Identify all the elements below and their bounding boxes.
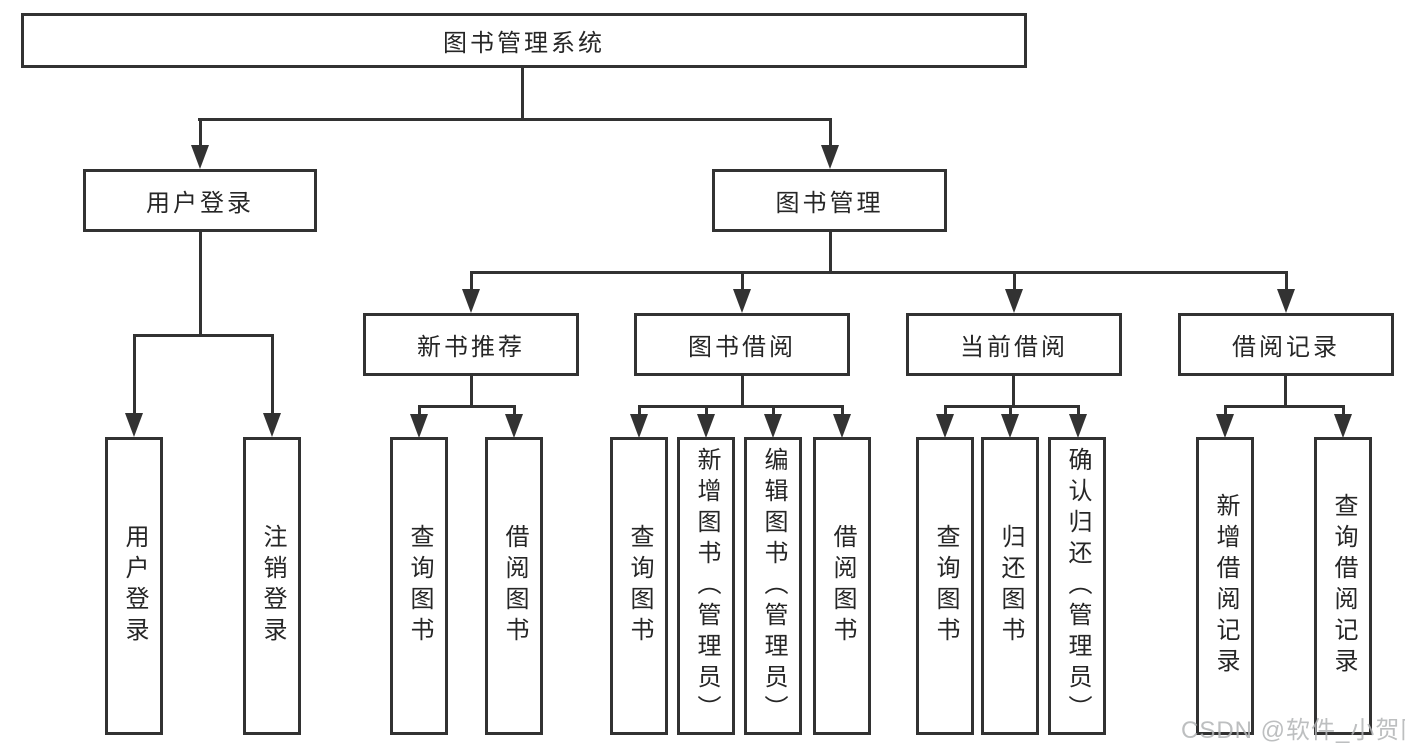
- arrow-down-icon: [733, 289, 751, 313]
- csdn-watermark: CSDN @软件_小贺同学: [1181, 717, 1405, 744]
- leaf-user-login: 用户登录: [105, 437, 163, 735]
- arrow-down-icon: [462, 289, 480, 313]
- leaf-edit-books-admin: 编辑图书（管理员）: [744, 437, 802, 735]
- connector-line: [199, 118, 202, 148]
- node-label: 图书借阅: [688, 334, 796, 361]
- node-user-login: 用户登录: [83, 169, 317, 232]
- connector-line: [772, 405, 775, 417]
- connector-line: [638, 405, 641, 417]
- leaf-label: 确认归还（管理员）: [1064, 446, 1091, 726]
- connector-line: [199, 232, 202, 337]
- arrow-down-icon: [263, 413, 281, 437]
- node-label: 当前借阅: [960, 334, 1068, 361]
- connector-line: [133, 334, 136, 415]
- connector-line: [944, 405, 947, 417]
- node-label: 新书推荐: [417, 334, 525, 361]
- arrow-down-icon: [833, 414, 851, 438]
- arrow-down-icon: [1277, 289, 1295, 313]
- node-new-book-recommendation: 新书推荐: [363, 313, 579, 376]
- leaf-label: 查询图书: [626, 524, 653, 648]
- arrow-down-icon: [821, 145, 839, 169]
- leaf-query-books-current: 查询图书: [916, 437, 974, 735]
- leaf-label: 注销登录: [259, 524, 286, 648]
- leaf-borrow-books-recommend: 借阅图书: [485, 437, 543, 735]
- leaf-logout: 注销登录: [243, 437, 301, 735]
- connector-line: [705, 405, 708, 417]
- arrow-down-icon: [191, 145, 209, 169]
- connector-line: [418, 405, 516, 408]
- leaf-label: 用户登录: [121, 524, 148, 648]
- leaf-label: 新增图书（管理员）: [693, 446, 720, 726]
- leaf-query-borrow-record: 查询借阅记录: [1314, 437, 1372, 735]
- connector-line: [829, 118, 832, 148]
- connector-line: [198, 118, 831, 121]
- connector-line: [1284, 376, 1287, 408]
- connector-line: [271, 334, 274, 415]
- connector-line: [133, 334, 274, 337]
- arrow-down-icon: [1216, 414, 1234, 438]
- connector-line: [1009, 405, 1012, 417]
- connector-line: [1013, 271, 1016, 291]
- leaf-label: 新增借阅记录: [1212, 493, 1239, 679]
- connector-line: [741, 271, 744, 291]
- node-book-borrowing: 图书借阅: [634, 313, 850, 376]
- arrow-down-icon: [697, 414, 715, 438]
- connector-line: [1224, 405, 1345, 408]
- leaf-add-borrow-record: 新增借阅记录: [1196, 437, 1254, 735]
- node-label: 图书管理: [775, 190, 884, 217]
- leaf-label: 查询图书: [932, 524, 959, 648]
- arrow-down-icon: [764, 414, 782, 438]
- connector-line: [470, 271, 473, 291]
- arrow-down-icon: [1001, 414, 1019, 438]
- leaf-return-books: 归还图书: [981, 437, 1039, 735]
- leaf-label: 查询借阅记录: [1330, 493, 1357, 679]
- leaf-label: 借阅图书: [501, 524, 528, 648]
- connector-line: [1342, 405, 1345, 417]
- connector-line: [418, 405, 421, 417]
- connector-line: [841, 405, 844, 417]
- connector-line: [829, 232, 832, 274]
- arrow-down-icon: [630, 414, 648, 438]
- node-label: 借阅记录: [1232, 334, 1340, 361]
- connector-line: [944, 405, 1080, 408]
- leaf-add-books-admin: 新增图书（管理员）: [677, 437, 735, 735]
- leaf-label: 编辑图书（管理员）: [760, 446, 787, 726]
- arrow-down-icon: [1005, 289, 1023, 313]
- leaf-borrow-books-borrowing: 借阅图书: [813, 437, 871, 735]
- node-library-management-system: 图书管理系统: [21, 13, 1027, 68]
- arrow-down-icon: [125, 413, 143, 437]
- leaf-query-books-borrowing: 查询图书: [610, 437, 668, 735]
- arrow-down-icon: [1334, 414, 1352, 438]
- arrow-down-icon: [410, 414, 428, 438]
- connector-line: [1285, 271, 1288, 291]
- node-label: 图书管理系统: [443, 30, 605, 57]
- connector-line: [638, 405, 844, 408]
- connector-line: [470, 376, 473, 408]
- leaf-label: 归还图书: [997, 524, 1024, 648]
- arrow-down-icon: [1069, 414, 1087, 438]
- leaf-query-books-recommend: 查询图书: [390, 437, 448, 735]
- connector-line: [741, 376, 744, 408]
- leaf-label: 查询图书: [406, 524, 433, 648]
- node-borrowing-records: 借阅记录: [1178, 313, 1394, 376]
- node-book-management: 图书管理: [712, 169, 947, 232]
- arrow-down-icon: [936, 414, 954, 438]
- leaf-confirm-return-admin: 确认归还（管理员）: [1048, 437, 1106, 735]
- node-label: 用户登录: [146, 190, 254, 217]
- connector-line: [1012, 376, 1015, 408]
- connector-line: [513, 405, 516, 417]
- connector-line: [1224, 405, 1227, 417]
- connector-line: [1077, 405, 1080, 417]
- connector-line: [470, 271, 1288, 274]
- connector-line: [521, 68, 524, 120]
- node-current-borrowing: 当前借阅: [906, 313, 1122, 376]
- arrow-down-icon: [505, 414, 523, 438]
- leaf-label: 借阅图书: [829, 524, 856, 648]
